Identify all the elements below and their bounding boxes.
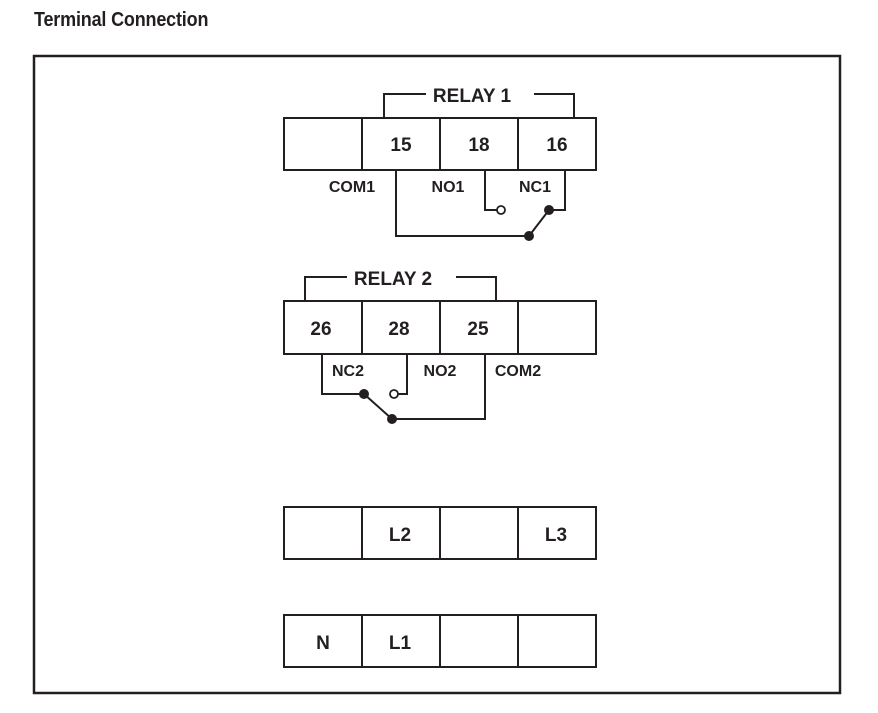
relay-1-common-pivot: [524, 231, 534, 241]
power-lower-terminal-2-label: L1: [389, 633, 412, 654]
power-upper-terminal-1: [283, 506, 363, 560]
relay-1-nc-contact: [544, 205, 554, 215]
power-upper-terminal-2-label: L2: [389, 525, 411, 546]
relay-2-nc-wire: [321, 354, 360, 395]
relay-1-terminal-4-label: 16: [546, 135, 567, 156]
power-terminal-block-lower: N L1: [283, 614, 597, 668]
relay-2-com-label: COM2: [495, 363, 541, 380]
relay-2-terminal-4: [517, 300, 597, 355]
page-title: Terminal Connection: [34, 9, 209, 31]
diagram-frame: [32, 54, 842, 695]
power-lower-terminal-2: [361, 614, 441, 668]
relay-2-bracket-right: [456, 276, 497, 301]
relay-1-terminal-4: [517, 117, 597, 171]
relay-2-terminal-2-label: 28: [388, 319, 409, 340]
relay-1-com-label: COM1: [329, 179, 375, 196]
relay-2-terminal-2: [361, 300, 441, 355]
relay-2-heading: RELAY 2: [354, 269, 432, 290]
relay-1-no-wire: [484, 170, 497, 211]
power-lower-terminal-1: [283, 614, 363, 668]
relay-1-bracket-left: [383, 93, 426, 118]
power-upper-terminal-2: [361, 506, 441, 560]
relay-1-switch-arm: [528, 209, 550, 237]
relay-1-no-label: NO1: [432, 179, 465, 196]
relay-1-terminal-block: 15 18 16: [283, 117, 597, 171]
relay-1-terminal-3-label: 18: [468, 135, 489, 156]
relay-1-bracket-right: [534, 93, 575, 118]
relay-2-com-wire: [392, 354, 486, 420]
relay-1-terminal-2: [361, 117, 441, 171]
power-lower-terminal-4: [517, 614, 597, 668]
relay-2-nc-label: NC2: [332, 363, 364, 380]
relay-1-group: RELAY 1 15 18 16 COM1 NO1 NC1: [283, 86, 597, 241]
power-upper-terminal-4: [517, 506, 597, 560]
relay-1-heading: RELAY 1: [433, 86, 512, 107]
relay-2-switch-arm: [363, 393, 393, 420]
relay-2-no-label: NO2: [424, 363, 457, 380]
relay-1-terminal-1: [283, 117, 363, 171]
relay-1-switch-symbol: [395, 170, 566, 241]
power-lower-terminal-3: [439, 614, 519, 668]
power-lower-terminal-1-label: N: [316, 633, 330, 654]
relay-1-terminal-3: [439, 117, 519, 171]
relay-2-terminal-3: [439, 300, 519, 355]
power-upper-terminal-3: [439, 506, 519, 560]
relay-2-terminal-3-label: 25: [467, 319, 489, 340]
power-upper-terminal-4-label: L3: [545, 525, 567, 546]
relay-2-group: RELAY 2 26 28 25 NC2 NO2 COM2: [283, 269, 597, 424]
relay-2-bracket-left: [304, 276, 347, 301]
relay-2-common-pivot: [387, 414, 397, 424]
relay-1-terminal-2-label: 15: [390, 135, 412, 156]
relay-2-switch-symbol: [321, 354, 486, 424]
relay-1-com-wire: [395, 170, 529, 237]
power-terminal-block-upper: L2 L3: [283, 506, 597, 560]
relay-2-no-contact: [389, 389, 399, 399]
relay-1-no-contact: [496, 205, 506, 215]
relay-2-terminal-1-label: 26: [310, 319, 331, 340]
relay-2-no-wire: [398, 354, 408, 395]
relay-2-nc-contact: [359, 389, 369, 399]
relay-1-nc-label: NC1: [519, 179, 551, 196]
relay-1-nc-wire: [551, 170, 566, 211]
relay-2-terminal-block: 26 28 25: [283, 300, 597, 355]
